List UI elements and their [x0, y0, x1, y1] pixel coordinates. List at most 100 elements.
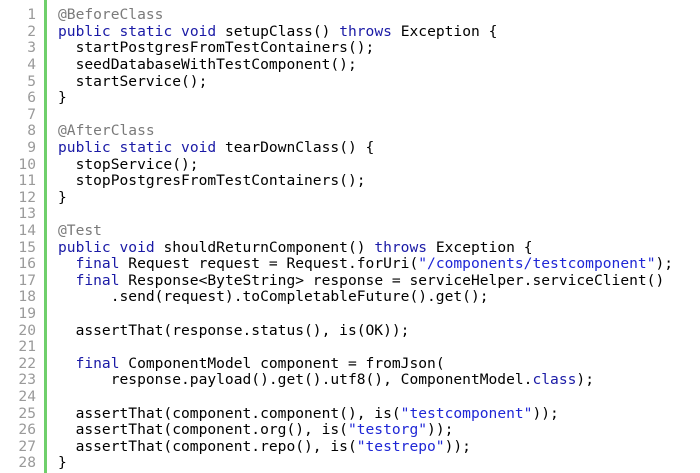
code-token: tearDownClass() {	[216, 139, 375, 156]
code-token: ));	[427, 421, 454, 439]
string-token: "/components/testcomponent"	[418, 255, 656, 273]
code-token: }	[58, 454, 67, 472]
code-text: assertThat(component.org(), is("testorg"…	[58, 421, 454, 439]
line-number: 2	[27, 22, 36, 40]
keyword-token: public	[58, 22, 111, 40]
code-text: stopPostgresFromTestContainers();	[58, 172, 366, 190]
line-number: 26	[18, 421, 36, 439]
line-number: 21	[18, 338, 36, 356]
code-token: ));	[532, 404, 559, 422]
code-token	[172, 23, 181, 40]
code-text: public static void tearDownClass() {	[58, 139, 375, 157]
code-token: assertThat(component.repo(), is(	[58, 437, 357, 455]
code-token	[172, 139, 181, 156]
string-token: "testorg"	[347, 421, 428, 439]
line-number: 25	[18, 404, 36, 422]
line-number: 16	[18, 255, 36, 273]
code-text: final ComponentModel component = fromJso…	[58, 354, 445, 373]
code-token: response.payload().get().utf8(), Compone…	[58, 371, 533, 389]
code-token: seedDatabaseWithTestComponent();	[58, 56, 357, 73]
code-token	[58, 355, 76, 372]
gutter-bar	[44, 0, 47, 473]
keyword-token: final	[75, 255, 120, 273]
line-number: 18	[18, 288, 36, 306]
keyword-token: static	[119, 22, 173, 40]
annotation-token: @BeforeClass	[58, 6, 164, 24]
code-token: assertThat(response.status(), is(OK));	[58, 321, 410, 339]
code-token: assertThat(component.component(), is(	[58, 404, 401, 422]
line-number: 9	[27, 139, 36, 156]
code-text: assertThat(component.repo(), is("testrep…	[58, 437, 471, 456]
code-text: }	[58, 455, 67, 472]
line-number: 17	[18, 271, 36, 289]
code-text: seedDatabaseWithTestComponent();	[58, 56, 357, 74]
string-token: "testcomponent"	[400, 404, 533, 422]
line-number: 14	[18, 222, 36, 239]
line-number: 20	[18, 321, 36, 339]
code-token	[111, 139, 120, 156]
code-text: @AfterClass	[58, 123, 155, 140]
code-token: }	[58, 188, 67, 206]
code-token: Request request = Request.forUri(	[119, 255, 419, 273]
line-number: 11	[18, 172, 36, 190]
keyword-token: public	[58, 139, 111, 156]
code-token: }	[58, 89, 67, 107]
keyword-token: static	[119, 139, 173, 156]
code-token: startService();	[58, 72, 208, 90]
annotation-token: @Test	[58, 222, 102, 239]
code-text: stopService();	[58, 155, 199, 174]
annotation-token: @AfterClass	[58, 122, 155, 140]
code-token: startPostgresFromTestContainers();	[58, 39, 375, 57]
code-token: ));	[444, 437, 471, 455]
keyword-token: void	[181, 139, 217, 156]
line-number: 4	[27, 56, 36, 73]
line-number: 15	[18, 238, 36, 256]
code-text: final Response<ByteString> response = se…	[58, 271, 665, 290]
code-token: );	[576, 371, 594, 389]
code-token: stopService();	[58, 155, 199, 173]
code-text: startService();	[58, 72, 208, 91]
code-token	[58, 272, 76, 289]
keyword-token: void	[119, 238, 155, 256]
keyword-token: throws	[374, 238, 428, 256]
code-token	[58, 255, 76, 272]
keyword-token: class	[532, 371, 577, 389]
string-token: "testrepo"	[356, 437, 445, 455]
code-token: stopPostgresFromTestContainers();	[58, 172, 366, 190]
keyword-token: final	[75, 354, 120, 372]
line-number: 6	[27, 89, 36, 107]
code-text: startPostgresFromTestContainers();	[58, 39, 375, 57]
code-token	[111, 239, 120, 256]
line-number: 24	[18, 388, 36, 405]
code-text: }	[58, 89, 67, 107]
code-token: Response<ByteString> response = serviceH…	[119, 271, 665, 289]
code-text: @Test	[58, 222, 102, 240]
code-text: }	[58, 188, 67, 207]
code-token: shouldReturnComponent()	[154, 238, 375, 256]
line-number: 13	[18, 205, 36, 223]
code-text: public static void setupClass() throws E…	[58, 22, 498, 41]
keyword-token: public	[58, 238, 111, 256]
code-text: response.payload().get().utf8(), Compone…	[58, 372, 594, 389]
code-token	[111, 23, 120, 40]
code-text: assertThat(response.status(), is(OK));	[58, 321, 410, 340]
code-text: assertThat(component.component(), is("te…	[58, 404, 559, 423]
code-token: Exception {	[391, 22, 498, 40]
code-text: public void shouldReturnComponent() thro…	[58, 238, 533, 257]
line-number: 3	[27, 39, 36, 57]
keyword-token: throws	[339, 22, 392, 40]
code-token: assertThat(component.org(), is(	[58, 421, 348, 439]
line-number: 10	[18, 155, 36, 173]
line-number: 5	[27, 72, 36, 90]
line-number: 19	[18, 305, 36, 322]
code-text: .send(request).toCompletableFuture().get…	[58, 289, 489, 306]
line-number: 27	[18, 437, 36, 455]
code-token: Exception {	[427, 238, 533, 256]
code-token: setupClass()	[216, 22, 340, 40]
code-token: );	[655, 255, 674, 273]
keyword-token: final	[75, 271, 120, 289]
line-number: 23	[18, 371, 36, 389]
line-number: 7	[27, 105, 36, 123]
keyword-token: void	[181, 22, 217, 40]
